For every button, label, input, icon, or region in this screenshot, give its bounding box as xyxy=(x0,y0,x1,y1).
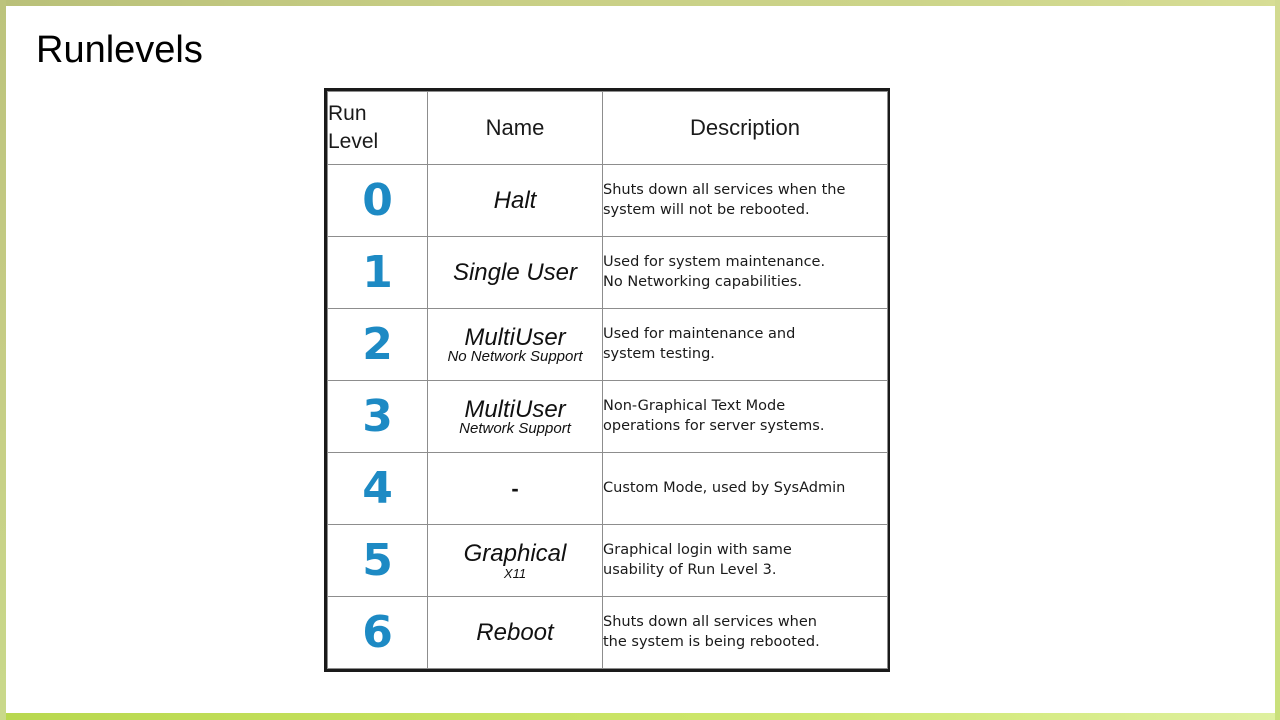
cell-run-level: 5 xyxy=(327,524,428,597)
cell-name-primary: Halt xyxy=(493,186,537,214)
cell-description-line1: Used for maintenance and xyxy=(603,326,796,343)
cell-description: Non-Graphical Text Mode operations for se… xyxy=(602,380,888,453)
cell-description-line2: operations for server systems. xyxy=(603,417,825,434)
table-row: 6 Reboot Shuts down all services when the s… xyxy=(327,596,888,669)
slide-border-top xyxy=(0,0,1280,6)
table-row: 4 - Custom Mode, used by SysAdmin xyxy=(327,452,888,525)
cell-description-line1: Shuts down all services when the xyxy=(603,182,846,199)
slide-border-left xyxy=(0,0,6,720)
column-header-name: Name xyxy=(427,91,603,165)
cell-run-level: 0 xyxy=(327,164,428,237)
cell-description-line2: system will not be rebooted. xyxy=(603,201,810,218)
table-header: Run Level Name Description xyxy=(327,91,888,165)
cell-name-primary: MultiUser xyxy=(464,323,566,351)
cell-description: Shuts down all services when the system i… xyxy=(602,596,888,669)
cell-description-line2: No Networking capabilities. xyxy=(603,273,802,290)
table-row: 1 Single User Used for system maintenance.… xyxy=(327,236,888,309)
cell-description-line1: Non-Graphical Text Mode xyxy=(603,398,786,415)
cell-description-line1: Used for system maintenance. xyxy=(603,254,826,271)
column-header-run-level-line2: Level xyxy=(328,130,379,153)
cell-name-primary: MultiUser xyxy=(464,395,566,423)
table-header-row: Run Level Name Description xyxy=(327,91,888,165)
cell-name-subtitle: X11 xyxy=(503,565,527,581)
cell-description: Custom Mode, used by SysAdmin xyxy=(602,452,888,525)
cell-description-line1: Graphical login with same xyxy=(603,542,792,559)
cell-name-primary: Graphical xyxy=(463,539,567,567)
cell-description: Graphical login with same usability of Ru… xyxy=(602,524,888,597)
cell-description-line2: the system is being rebooted. xyxy=(603,633,820,650)
cell-name-subtitle: No Network Support xyxy=(447,347,583,365)
table-row: 0 Halt Shuts down all services when the sys… xyxy=(327,164,888,237)
cell-description-line2: system testing. xyxy=(603,345,715,362)
cell-run-level: 1 xyxy=(327,236,428,309)
cell-description: Shuts down all services when the system w… xyxy=(602,164,888,237)
slide-title: Runlevels xyxy=(36,29,203,71)
cell-description: Used for system maintenance. No Networkin… xyxy=(602,236,888,309)
cell-name: Halt xyxy=(427,164,603,237)
cell-description-line1: Custom Mode, used by SysAdmin xyxy=(603,479,846,496)
column-header-run-level: Run Level xyxy=(327,91,428,165)
cell-run-level: 3 xyxy=(327,380,428,453)
table-body: 0 Halt Shuts down all services when the sys… xyxy=(327,164,888,669)
cell-name-primary: - xyxy=(511,475,519,501)
cell-description-line2: usability of Run Level 3. xyxy=(603,561,777,578)
cell-run-level: 4 xyxy=(327,452,428,525)
column-header-run-level-line1: Run xyxy=(328,102,367,126)
cell-name: Reboot xyxy=(427,596,603,669)
cell-name: Single User xyxy=(427,236,603,309)
cell-description-line1: Shuts down all services when xyxy=(603,614,817,631)
cell-name-primary: Single User xyxy=(452,258,578,286)
cell-name-subtitle: Network Support xyxy=(459,419,571,437)
cell-name-primary: Reboot xyxy=(476,618,554,646)
cell-description: Used for maintenance and system testing. xyxy=(602,308,888,381)
cell-name: - xyxy=(427,452,603,525)
slide-border-right xyxy=(1275,0,1280,720)
column-header-description: Description xyxy=(602,91,888,165)
cell-run-level: 2 xyxy=(327,308,428,381)
slide-border-bottom xyxy=(0,713,1280,720)
cell-run-level: 6 xyxy=(327,596,428,669)
